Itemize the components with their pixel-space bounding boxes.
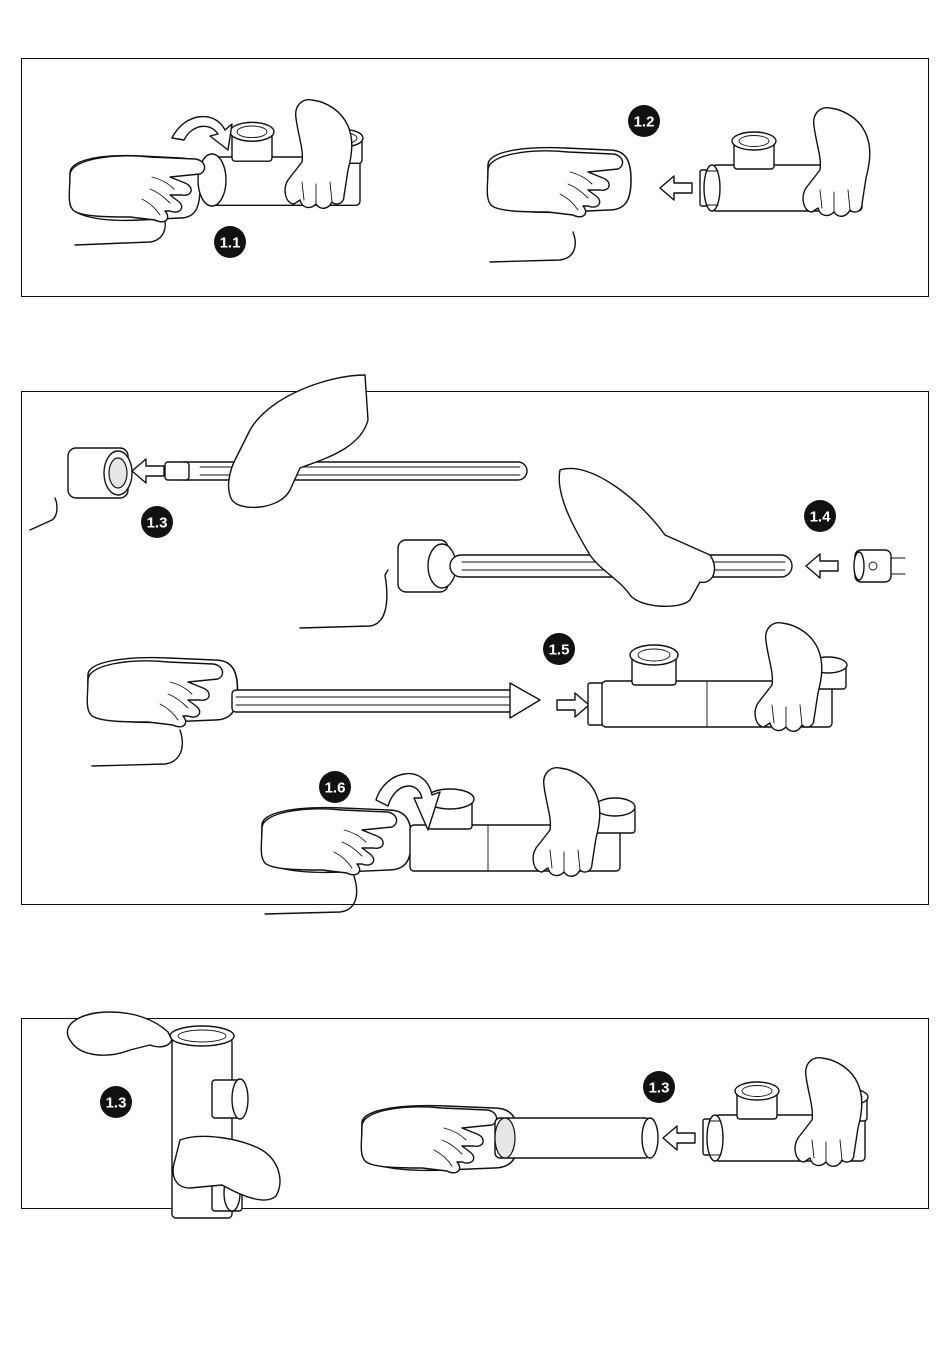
step-1-4-illustration [300,468,905,628]
step-label-1-1: 1.1 [220,235,241,252]
step-1-5-illustration [87,623,847,766]
step-1-6-illustration [261,768,635,914]
step-label-1-6: 1.6 [325,780,346,797]
step-label-1-3-c: 1.3 [649,1080,670,1097]
step-badge-1-2: 1.2 [628,105,660,137]
step-1-3-vertical-illustration [67,1012,280,1218]
step-label-1-3-a: 1.3 [147,515,168,532]
step-label-1-3-b: 1.3 [106,1095,127,1112]
step-1-2-illustration [487,108,870,262]
step-badge-1-3-a: 1.3 [141,506,173,538]
step-badge-1-1: 1.1 [214,226,246,258]
step-label-1-2: 1.2 [634,114,655,131]
step-label-1-4: 1.4 [810,509,832,526]
step-badge-1-3-b: 1.3 [100,1086,132,1118]
step-badge-1-6: 1.6 [319,771,351,803]
step-badge-1-3-c: 1.3 [643,1071,675,1103]
step-label-1-5: 1.5 [549,642,570,659]
step-badge-1-5: 1.5 [543,633,575,665]
step-badge-1-4: 1.4 [804,500,836,532]
step-1-1-illustration [69,100,363,245]
step-1-3-sleeve-illustration [361,1058,868,1173]
step-1-3-lamp-illustration [30,375,527,530]
